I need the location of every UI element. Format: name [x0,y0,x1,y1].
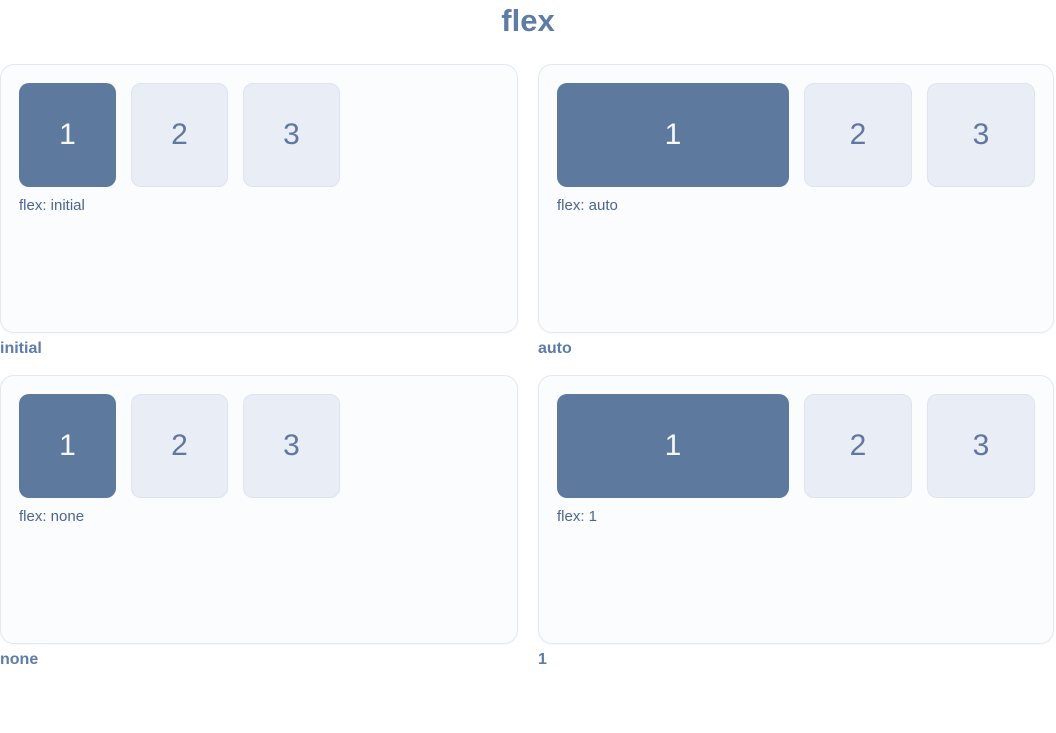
demo-panel-1: 1 2 3 flex: 1 [538,375,1054,644]
demo-cell-1: 1 2 3 flex: 1 1 [538,375,1054,669]
panel-label-initial: initial [0,340,42,357]
flex-item-2: 2 [131,394,228,498]
flex-item-3: 3 [243,394,340,498]
flex-item-1: 1 [557,83,789,187]
flex-value-caption: flex: none [19,508,85,525]
demo-cell-none: 1 2 3 flex: none none [0,375,518,669]
demo-panel-initial: 1 2 3 flex: initial [0,64,518,333]
demo-panel-auto: 1 2 3 flex: auto [538,64,1054,333]
flex-items-row: 1 2 3 [19,83,499,187]
panel-label-none: none [0,651,39,668]
flex-item-1: 1 [557,394,789,498]
flex-item-1: 1 [19,394,116,498]
flex-items-row: 1 2 3 [19,394,499,498]
flex-item-2: 2 [131,83,228,187]
flex-item-1: 1 [19,83,116,187]
flex-item-3: 3 [927,394,1035,498]
flex-items-row: 1 2 3 [557,394,1035,498]
flex-item-3: 3 [243,83,340,187]
page-title: flex [501,3,555,38]
flex-value-caption: flex: initial [19,197,85,214]
demo-panel-none: 1 2 3 flex: none [0,375,518,644]
panel-label-1: 1 [538,651,547,668]
flex-value-caption: flex: 1 [557,508,598,525]
flex-item-2: 2 [804,394,912,498]
flex-value-caption: flex: auto [557,197,618,214]
demo-cell-auto: 1 2 3 flex: auto auto [538,64,1054,358]
flex-item-2: 2 [804,83,912,187]
demo-grid: 1 2 3 flex: initial initial 1 2 3 flex: … [0,64,1054,669]
demo-cell-initial: 1 2 3 flex: initial initial [0,64,518,358]
flex-item-3: 3 [927,83,1035,187]
flex-items-row: 1 2 3 [557,83,1035,187]
panel-label-auto: auto [538,340,572,357]
